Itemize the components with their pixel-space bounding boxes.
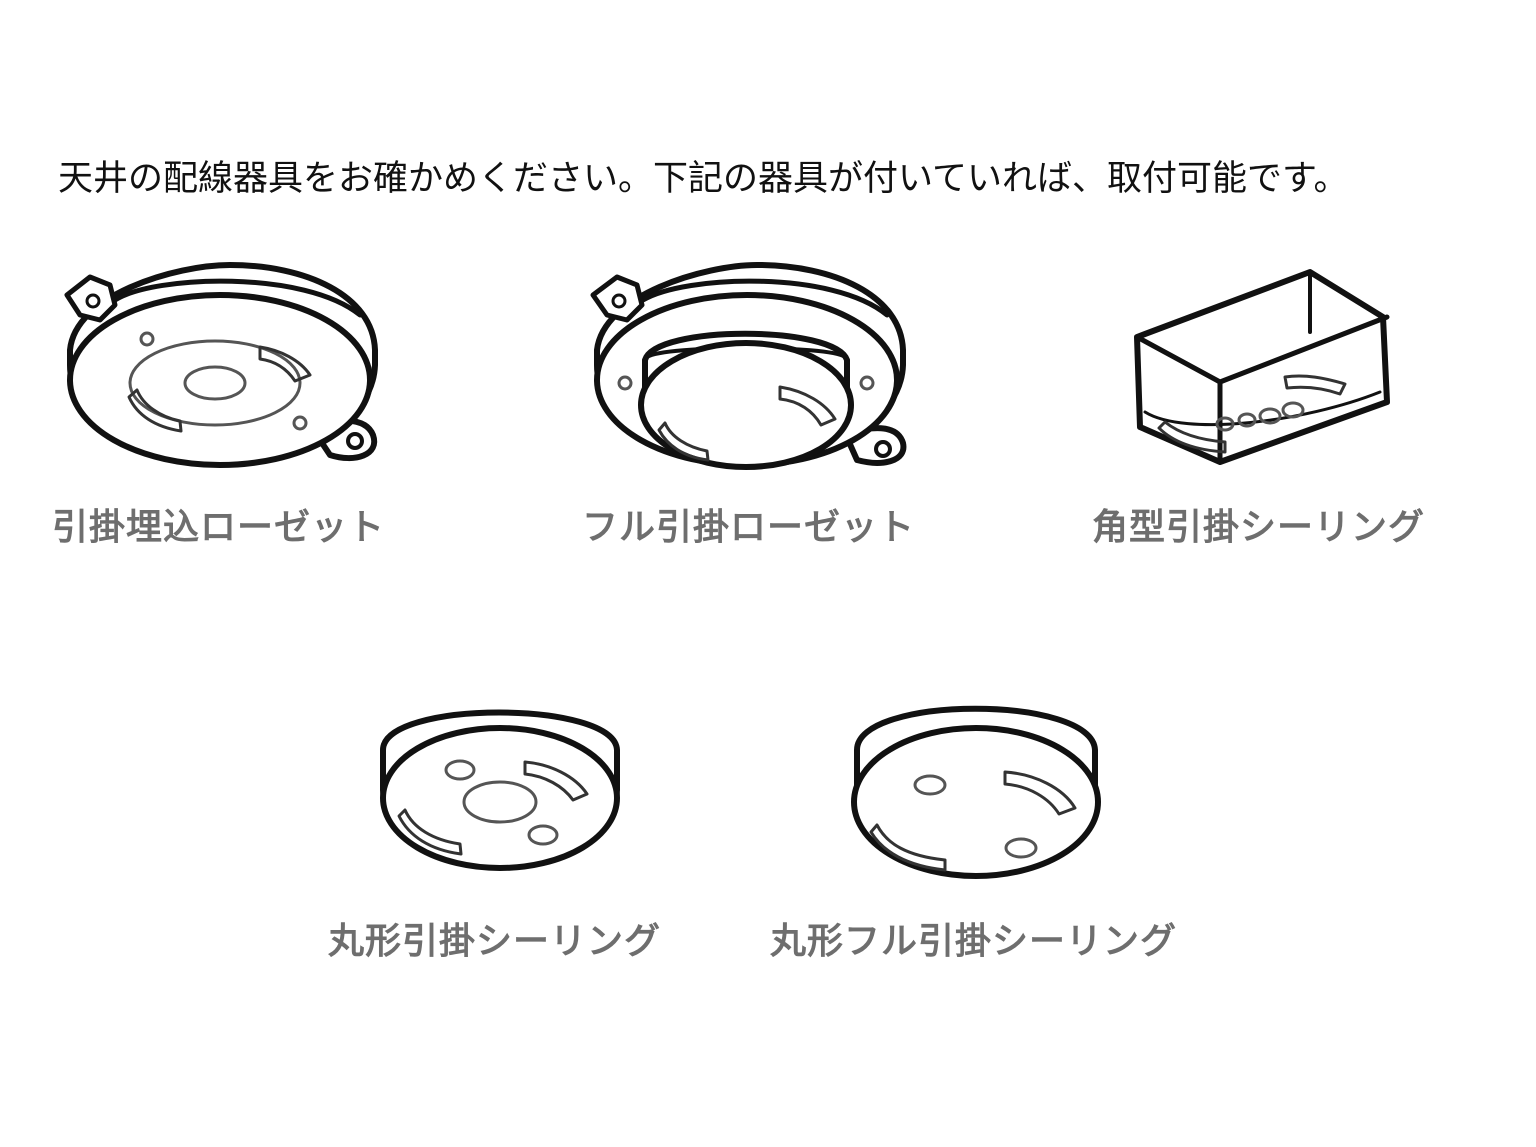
- instruction-headline: 天井の配線器具をお確かめください。下記の器具が付いていれば、取付可能です。: [58, 159, 1349, 199]
- fixture-label: 丸形フル引掛シーリング: [770, 921, 1178, 962]
- fixture-label: 丸形引掛シーリング: [328, 921, 662, 962]
- square-hook-ceiling-icon: [1125, 262, 1400, 472]
- recessed-hook-rosette-icon: [55, 255, 395, 480]
- fixture-label: 引掛埋込ローゼット: [52, 507, 386, 548]
- full-hook-rosette-icon: [585, 255, 920, 480]
- fixture-label: フル引掛ローゼット: [582, 507, 916, 548]
- round-hook-ceiling-icon: [375, 680, 625, 880]
- round-full-hook-ceiling-icon: [845, 680, 1105, 885]
- fixture-label: 角型引掛シーリング: [1092, 507, 1426, 548]
